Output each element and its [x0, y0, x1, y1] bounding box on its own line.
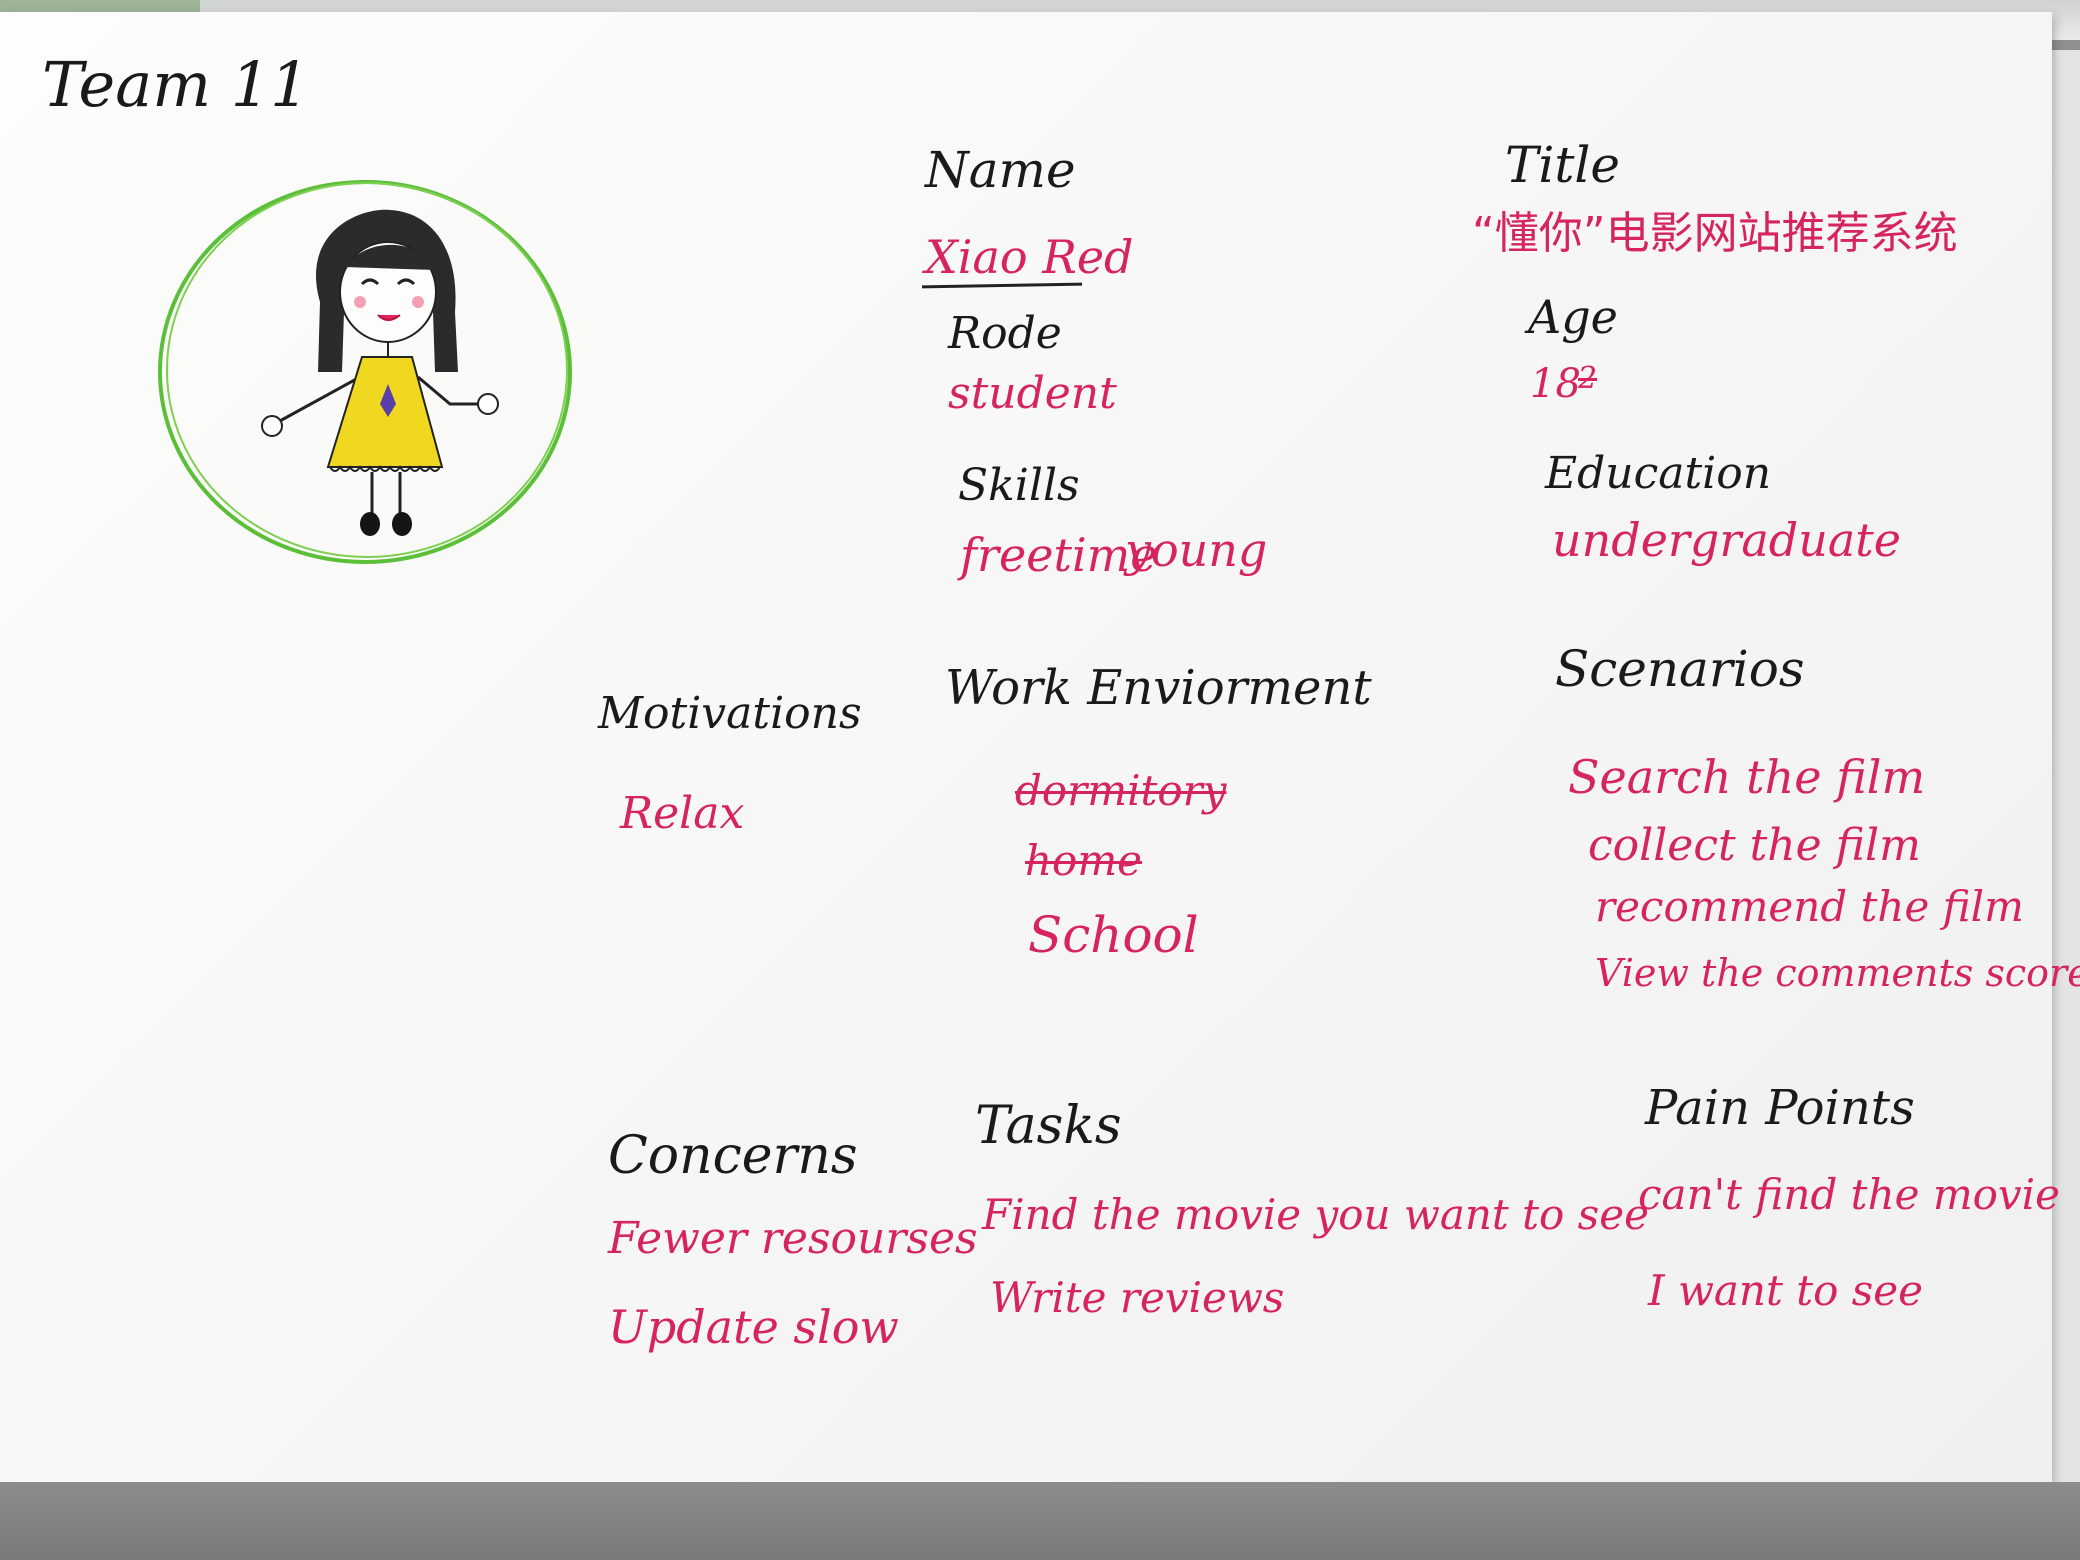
- skills-label: Skills: [958, 460, 1080, 511]
- scenarios-item-3: recommend the film: [1595, 882, 2024, 931]
- work-environment-item-1: School: [1028, 906, 1199, 964]
- tasks-label: Tasks: [975, 1096, 1122, 1156]
- title-value: “懂你”电影网站推荐系统: [1472, 208, 1958, 259]
- role-value: student: [948, 368, 1117, 419]
- work-environment-struck-item-1: dormitory: [1015, 766, 1227, 815]
- motivations-label: Motivations: [598, 688, 862, 739]
- scenarios-item-1: Search the film: [1568, 750, 1926, 804]
- motivations-item-1: Relax: [620, 788, 745, 839]
- persona-sheet: Team 11 Name Xiao Red: [0, 12, 2080, 1482]
- education-label: Education: [1545, 448, 1772, 499]
- desk-object-strip: [0, 0, 200, 14]
- tasks-item-2: Write reviews: [990, 1273, 1285, 1322]
- pain-points-label: Pain Points: [1645, 1080, 1915, 1136]
- education-value: undergraduate: [1552, 513, 1901, 567]
- tasks-item-1: Find the movie you want to see: [982, 1190, 1649, 1239]
- age-label: Age: [1528, 290, 1618, 344]
- team-label: Team 11: [42, 48, 310, 121]
- scenarios-label: Scenarios: [1555, 640, 1805, 698]
- name-label: Name: [925, 141, 1076, 199]
- age-value: 18: [1530, 361, 1581, 407]
- work-environment-struck-item-2: home: [1025, 836, 1143, 885]
- pain-points-item-1: can't find the movie: [1638, 1170, 2060, 1219]
- role-label: Rode: [948, 308, 1062, 359]
- skills-value-2: young: [1125, 523, 1268, 577]
- work-environment-label: Work Enviorment: [945, 660, 1372, 716]
- skills-value-1: freetime: [960, 528, 1158, 582]
- age-struck-value: 2: [1578, 361, 1598, 396]
- name-value: Xiao Red: [925, 230, 1134, 284]
- concerns-item-2: Update slow: [608, 1300, 899, 1354]
- scenarios-item-4: View the comments score: [1595, 951, 2080, 995]
- persona-avatar-drawing: [158, 180, 572, 564]
- desk-background-bottom: [0, 1482, 2080, 1560]
- title-label: Title: [1505, 136, 1621, 194]
- concerns-item-1: Fewer resourses: [608, 1213, 978, 1264]
- scenarios-item-2: collect the film: [1588, 820, 1921, 871]
- concerns-label: Concerns: [608, 1126, 858, 1186]
- pain-points-item-2: I want to see: [1648, 1266, 1923, 1315]
